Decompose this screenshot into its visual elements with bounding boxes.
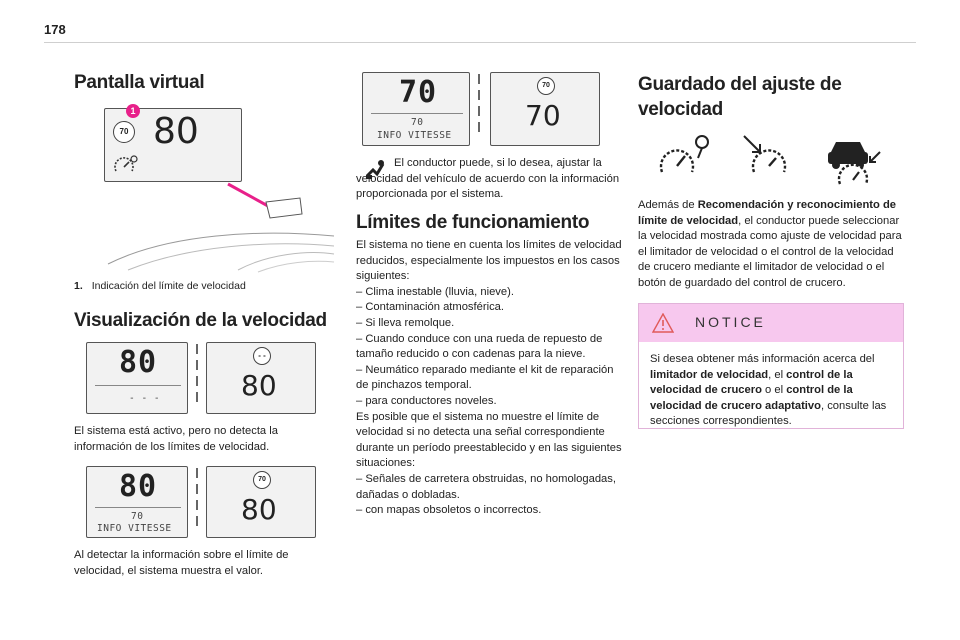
speed-value: 80	[153, 111, 199, 152]
display-right: 70 70	[490, 72, 600, 146]
notice-title: NOTICE	[695, 314, 766, 330]
display-right-sign: 70	[253, 471, 271, 489]
heading-pantalla-virtual: Pantalla virtual	[74, 72, 205, 93]
caption-text: Indicación del límite de velocidad	[91, 280, 246, 292]
figure-speed-no-limit: 80 - - - - - 80	[86, 340, 318, 416]
display-right-sign: 70	[537, 77, 555, 95]
driver-adjust-icon	[365, 160, 385, 179]
para-system-active: El sistema está activo, pero no detecta …	[74, 425, 278, 453]
display-left-sub: - - -	[129, 393, 161, 404]
notice-header: NOTICE	[639, 304, 903, 342]
separator	[475, 74, 483, 138]
list-item: – Contaminación atmosférica.	[356, 301, 504, 314]
notice-bold: control de la velocidad de crucero adapt…	[650, 384, 853, 412]
notice-text: Si desea obtener más información acerca …	[650, 353, 875, 365]
speedometer-limit-icon	[659, 135, 709, 173]
notice-bold: control de la velocidad de crucero	[650, 368, 853, 397]
display-left: 70 70 INFO VITESSE	[362, 72, 470, 146]
separator	[193, 468, 201, 532]
heading-limites: Límites de funcionamiento	[356, 212, 590, 233]
heading-visualizacion: Visualización de la velocidad	[74, 310, 327, 331]
display-left-sub-num: 70	[131, 511, 144, 522]
limits-mid: Es posible que el sistema no muestre el …	[356, 410, 622, 470]
speed-limit-sign: 70	[113, 121, 135, 143]
notice-box: NOTICE Si desea obtener más información …	[638, 303, 904, 429]
display-left-speed: 80	[119, 345, 158, 380]
limits-list-1: – Clima inestable (lluvia, nieve). – Con…	[356, 285, 622, 410]
adaptive-cruise-icon	[828, 142, 881, 185]
limits-intro: El sistema no tiene en cuenta los límite…	[356, 239, 622, 283]
list-item: – Señales de carretera obstruidas, no ho…	[356, 472, 616, 501]
speedometer-set-icon	[743, 135, 787, 173]
para-shows-value: Al detectar la información sobre el lími…	[74, 549, 289, 577]
figure1-caption: 1. Indicación del límite de velocidad	[74, 280, 246, 292]
figure-speed-with-limit: 80 70 INFO VITESSE 70 80	[86, 464, 318, 540]
notice-text: , consulte las secciones correspondiente…	[650, 399, 887, 428]
display-left-line	[95, 385, 181, 386]
display-left-sub-text: INFO VITESSE	[377, 130, 452, 141]
heading-guardado: Guardado del ajuste de velocidad	[638, 74, 842, 120]
display-left-speed: 80	[119, 469, 158, 504]
list-item: – con mapas obsoletos o incorrectos.	[356, 504, 542, 517]
para-guardado: Además de Recomendación y reconocimiento…	[638, 198, 904, 292]
para-text: , el conductor puede seleccionar la velo…	[638, 214, 902, 289]
display-right-speed: 70	[525, 99, 561, 132]
caption-number: 1.	[74, 280, 83, 292]
para-bold: Recomendación y reconocimiento de límite…	[638, 199, 897, 227]
top-divider	[44, 42, 916, 43]
car-windshield-illustration	[107, 182, 335, 273]
display-right: 70 80	[206, 466, 316, 538]
display-left-sub-text: INFO VITESSE	[97, 523, 172, 534]
list-item: – Neumático reparado mediante el kit de …	[356, 363, 614, 392]
figure-virtual-display: 70 80 1	[88, 104, 338, 274]
para-text: Además de	[638, 199, 698, 211]
display-left-line	[371, 113, 463, 114]
speedometer-icon	[114, 155, 138, 172]
warning-icon	[652, 313, 674, 333]
display-right: - - 80	[206, 342, 316, 414]
display-left-line	[95, 507, 181, 508]
virtual-display-panel: 70 80	[104, 108, 242, 182]
limits-list-2: – Señales de carretera obstruidas, no ho…	[356, 472, 622, 519]
display-left: 80 - - -	[86, 342, 188, 414]
list-item: – Clima inestable (lluvia, nieve).	[356, 285, 514, 298]
notice-bold: limitador de velocidad	[650, 368, 769, 381]
para-driver-adjust: El conductor puede, si lo desea, ajustar…	[356, 157, 620, 201]
limits-section: El sistema no tiene en cuenta los límite…	[356, 238, 622, 519]
display-right-sign: - -	[253, 347, 271, 365]
speed-save-icons	[658, 128, 888, 190]
notice-body: Si desea obtener más información acerca …	[639, 342, 903, 430]
display-right-speed: 80	[241, 493, 277, 526]
display-left-speed: 70	[399, 75, 438, 110]
separator	[193, 344, 201, 408]
notice-text: o el	[761, 384, 787, 397]
display-right-speed: 80	[241, 369, 277, 402]
display-left-sub-num: 70	[411, 117, 424, 128]
figure-adjusted-speed: 70 70 INFO VITESSE 70 70	[362, 70, 602, 148]
callout-marker: 1	[126, 104, 140, 118]
list-item: – Si lleva remolque.	[356, 316, 455, 329]
list-item: – Cuando conduce con una rueda de repues…	[356, 332, 603, 361]
notice-text: , el	[768, 368, 787, 381]
list-item: – para conductores noveles.	[356, 394, 497, 407]
page-number: 178	[44, 22, 66, 37]
display-left: 80 70 INFO VITESSE	[86, 466, 188, 538]
